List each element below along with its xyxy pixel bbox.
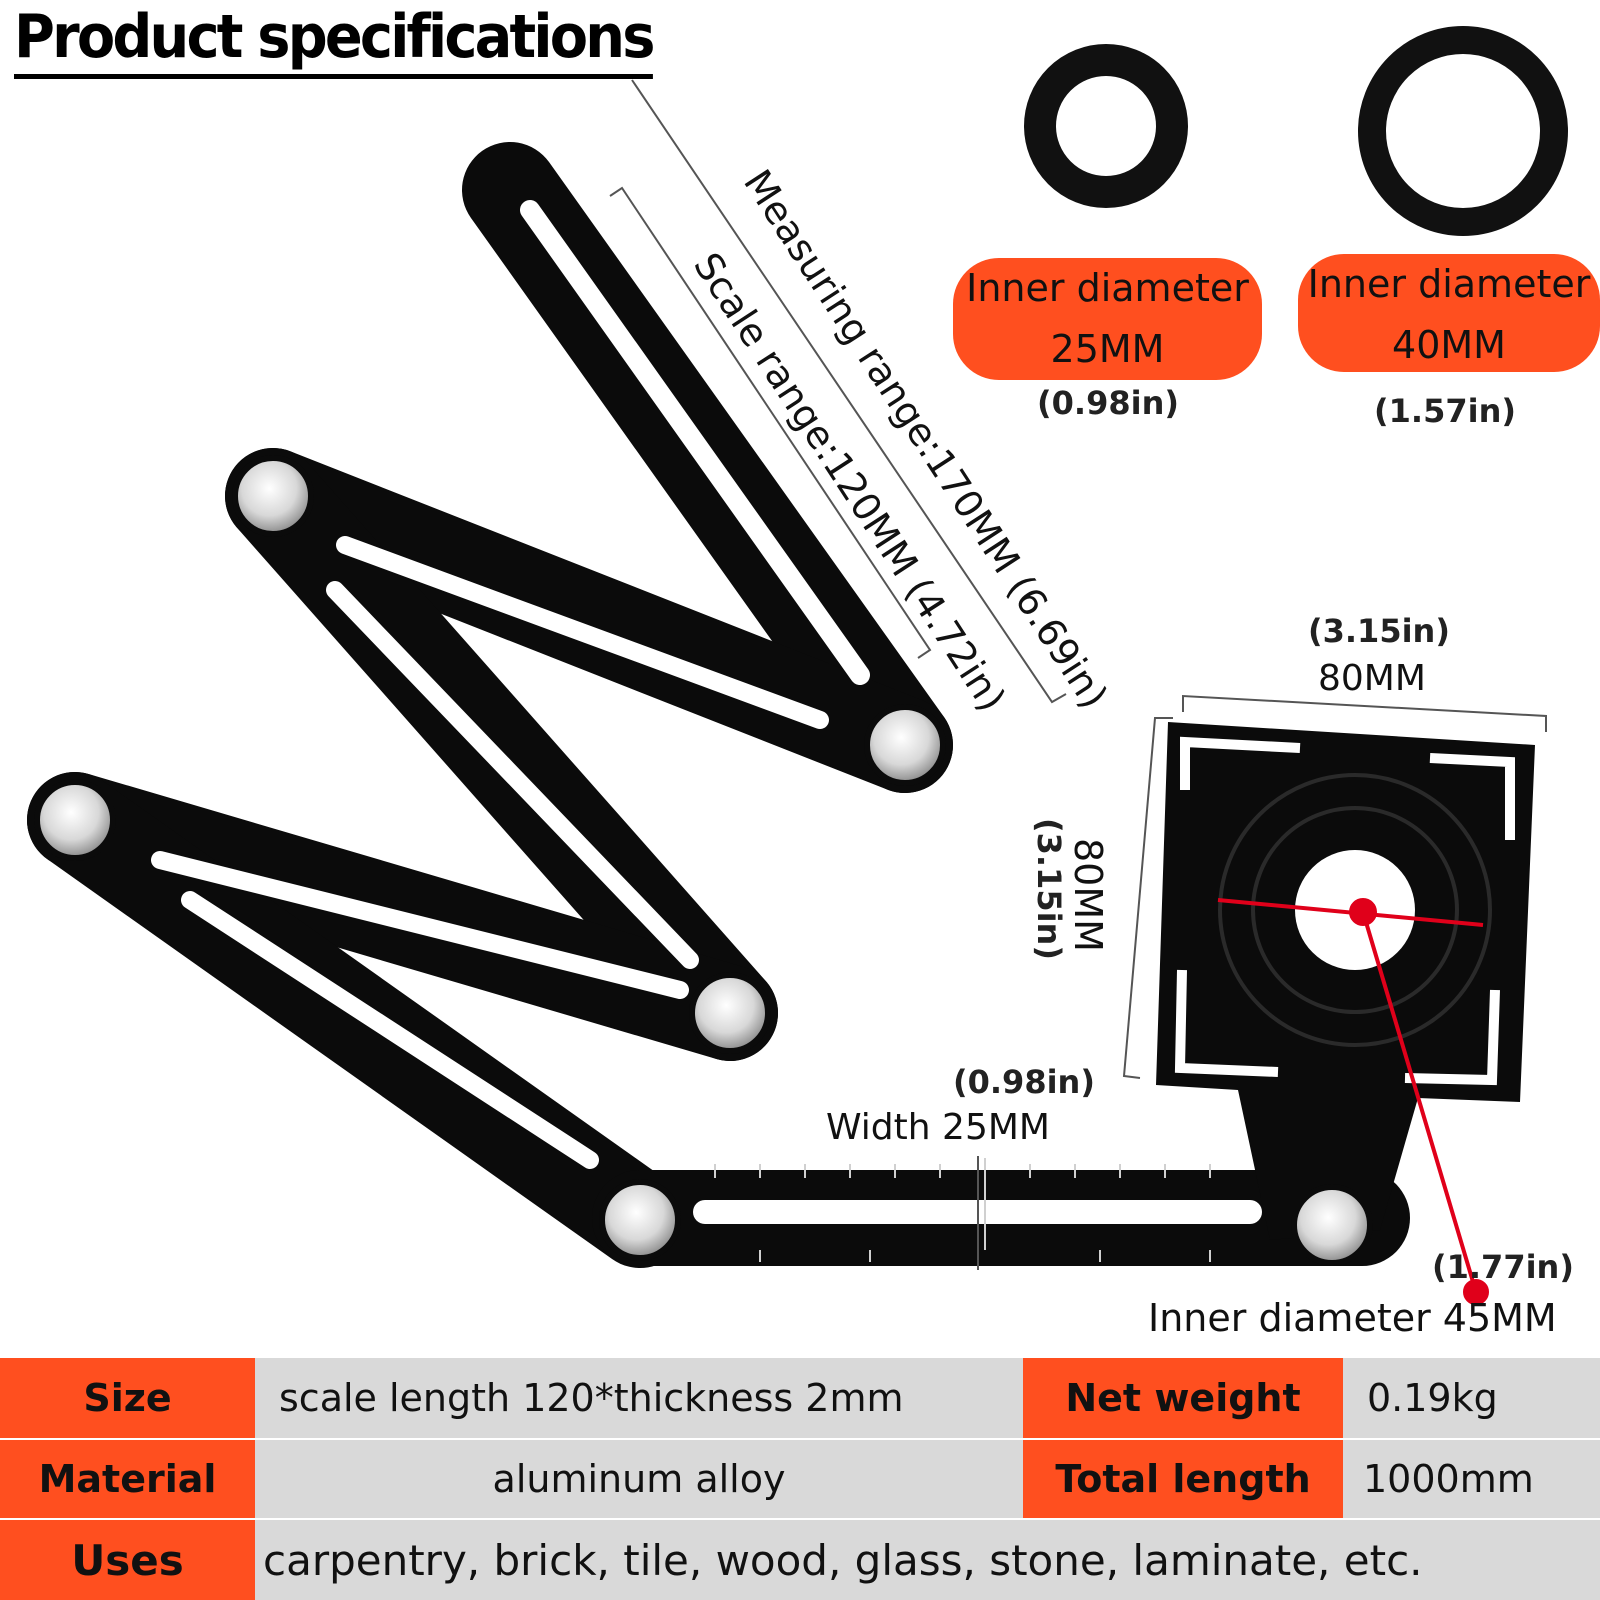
ring-large-imperial: (1.57in) [1374,392,1516,430]
ruler-width-label: Width 25MM [826,1107,1050,1148]
ring-small-label: Inner diameter [966,266,1249,310]
knob-icon [864,704,946,786]
material-label: Material [0,1438,255,1518]
ring-small-imperial: (0.98in) [1037,384,1179,422]
measuring-range-line [631,79,1067,704]
hole-locator [1156,722,1535,1240]
hole-imperial: (1.77in) [1432,1248,1574,1286]
ring-large-label: Inner diameter [1307,262,1591,306]
size-value: scale length 120*thickness 2mm [255,1358,1023,1438]
hole-indicator [1217,898,1489,1305]
uses-label: Uses [0,1518,255,1600]
spec-table: Size scale length 120*thickness 2mm Net … [0,1358,1600,1600]
size-label: Size [0,1358,255,1438]
hole-label: Inner diameter 45MM [1148,1296,1557,1340]
base-height-metric: 80MM [1066,838,1110,952]
scale-range-line [609,186,932,659]
ring-large-value: 40MM [1392,322,1506,367]
uses-value: carpentry, brick, tile, wood, glass, sto… [255,1518,1600,1600]
knob-icon [232,455,314,537]
net-weight-value: 0.19kg [1343,1358,1600,1438]
base-width-metric: 80MM [1318,658,1426,699]
total-length-label: Total length [1023,1438,1343,1518]
base-width-imperial: (3.15in) [1308,612,1450,650]
ring-small-value: 25MM [1050,326,1165,371]
ring-small-icon [1024,44,1188,208]
page-title: Product specifications [14,2,655,79]
ring-small-badge: Inner diameter 25MM [953,258,1262,380]
knob-icon [34,779,116,861]
ruler-ticks [714,1158,1211,1262]
knob-icon [689,972,771,1054]
ring-large-badge: Inner diameter 40MM [1298,254,1600,372]
ruler-width-imperial: (0.98in) [953,1063,1095,1101]
knob-icon [599,1179,681,1261]
material-value: aluminum alloy [255,1438,1023,1518]
base-height-imperial: (3.15in) [1030,818,1068,960]
ring-large-icon [1358,26,1568,236]
base-dimension-lines [1122,694,1547,1079]
knob-icon [1291,1184,1373,1266]
product-illustration [27,26,1568,1305]
total-length-value: 1000mm [1343,1438,1600,1518]
net-weight-label: Net weight [1023,1358,1343,1438]
knobs [34,455,1373,1266]
